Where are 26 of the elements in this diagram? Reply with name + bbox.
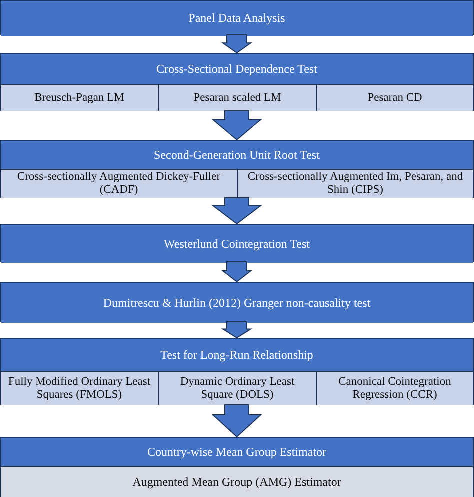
method-box: Canonical Cointegration Regression (CCR) [316,371,473,405]
stage-box [0,437,474,497]
stage-box [0,140,474,198]
stage-heading: Panel Data Analysis [1,1,473,36]
method-box: Dynamic Ordinary Least Square (DOLS) [158,371,316,405]
block-arrow [221,34,253,54]
stage-heading: Second-Generation Unit Root Test [1,141,473,169]
block-arrow [212,404,262,438]
stage-heading: Cross-Sectional Dependence Test [1,54,473,84]
method-box: Cross-sectionally Augmented Dickey-Fuller (CADF) [1,169,237,198]
block-arrow [212,198,262,225]
method-box: Breusch-Pagan LM [1,84,158,111]
method-box: Augmented Mean Group (AMG) Estimator [1,466,473,497]
block-arrow [222,262,252,283]
method-box: Pesaran scaled LM [158,84,316,111]
stage-heading: Test for Long-Run Relationship [1,339,473,371]
stage-box [0,338,474,405]
stage-heading: Country-wise Mean Group Estimator [1,438,473,466]
stage-heading: Dumitrescu & Hurlin (2012) Granger non-causality test [1,283,473,323]
block-arrow [221,322,253,339]
stage-heading: Westerlund Cointegration Test [1,225,473,263]
method-box: Cross-sectionally Augmented Im, Pesaran, and Shin (CIPS) [237,169,473,198]
block-arrow [212,110,262,141]
method-box: Fully Modified Ordinary Least Squares (FMOLS) [1,371,158,405]
stage-box [0,53,474,111]
method-box: Pesaran CD [316,84,473,111]
